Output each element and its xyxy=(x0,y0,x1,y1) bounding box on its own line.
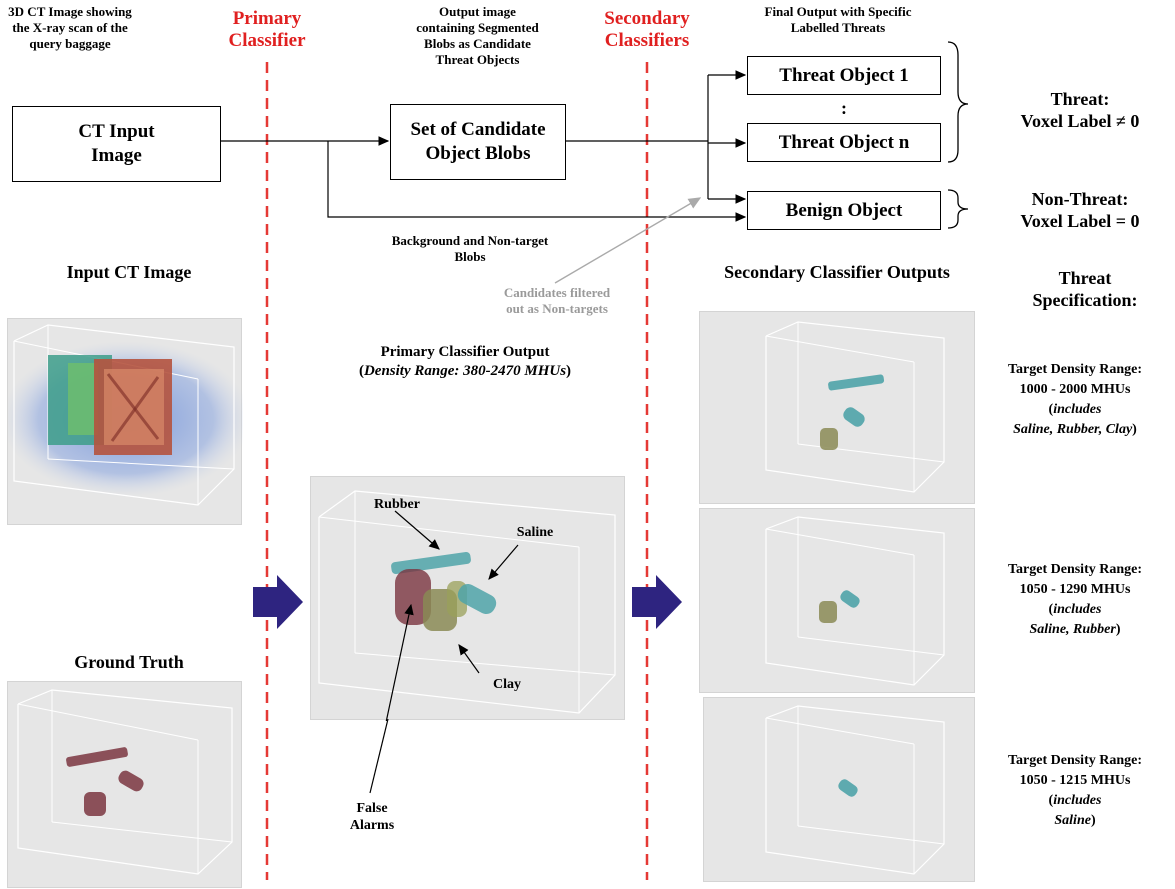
threat-spec-2: Target Density Range: 1050 - 1290 MHUs (… xyxy=(1007,562,1143,637)
nonthreat-result: Non-Threat: Voxel Label = 0 xyxy=(1020,189,1140,231)
false-alarm-pointer xyxy=(369,719,389,794)
false-alarms-label: False Alarms xyxy=(349,801,395,833)
primary-output-title: Primary Classifier Output (Density Range… xyxy=(358,344,572,379)
input-ct-panel xyxy=(7,318,243,525)
secondary-classifiers-label: Secondary Classifiers xyxy=(604,8,690,51)
secondary-output-panel-2 xyxy=(699,508,975,693)
threat-result: Threat: Voxel Label ≠ 0 xyxy=(1020,89,1140,131)
final-output-description: Final Output with Specific Labelled Thre… xyxy=(764,4,912,35)
secondary-output-render-2 xyxy=(765,516,945,686)
gt-saline-object xyxy=(118,770,144,792)
primary-classifier-label: Primary Classifier xyxy=(228,8,306,51)
filtered-arrow xyxy=(554,197,702,284)
gt-rubber-object xyxy=(66,747,128,767)
threat-spec-title: Threat Specification: xyxy=(1032,268,1138,310)
input-description: 3D CT Image showing the X-ray scan of th… xyxy=(8,4,132,51)
saline-label: Saline xyxy=(516,525,554,540)
ground-truth-panel xyxy=(7,681,242,888)
input-ct-render xyxy=(8,324,243,506)
primary-output-render xyxy=(318,490,616,721)
background-description: Background and Non-target Blobs xyxy=(391,233,549,264)
output-description: Output image containing Segmented Blobs … xyxy=(416,4,539,67)
primary-flow-arrow xyxy=(253,575,303,629)
threat-object-n-box: Threat Object n xyxy=(747,123,941,162)
arrow-to-benign-branch xyxy=(327,141,747,222)
ground-truth-render xyxy=(17,689,233,875)
ground-truth-title: Ground Truth xyxy=(74,652,184,672)
secondary-output-panel-3 xyxy=(703,697,975,882)
secondary-flow-arrow xyxy=(632,575,682,629)
filtered-description: Candidates filtered out as Non-targets xyxy=(503,285,611,316)
threat-spec-1: Target Density Range: 1000 - 2000 MHUs (… xyxy=(1007,362,1143,437)
secondary-output-render-3 xyxy=(765,705,945,875)
false-alarm-object xyxy=(395,569,431,625)
nonthreat-brace xyxy=(947,189,969,229)
gt-clay-object xyxy=(84,792,106,816)
secondary-output-render-1 xyxy=(765,321,945,493)
threat-ellipsis: : xyxy=(841,98,847,118)
clay-label: Clay xyxy=(493,677,521,692)
benign-object-box: Benign Object xyxy=(747,191,941,230)
secondary-outputs-title: Secondary Classifier Outputs xyxy=(724,262,950,282)
threat-brace xyxy=(947,41,969,163)
rubber-object xyxy=(391,552,471,574)
primary-output-panel xyxy=(310,476,625,721)
input-ct-title: Input CT Image xyxy=(66,262,192,282)
threat-spec-3: Target Density Range: 1050 - 1215 MHUs (… xyxy=(1007,753,1143,828)
saline-object xyxy=(457,583,497,615)
secondary-output-panel-1 xyxy=(699,311,975,504)
rubber-label: Rubber xyxy=(374,497,420,512)
threat-object-1-box: Threat Object 1 xyxy=(747,56,941,95)
